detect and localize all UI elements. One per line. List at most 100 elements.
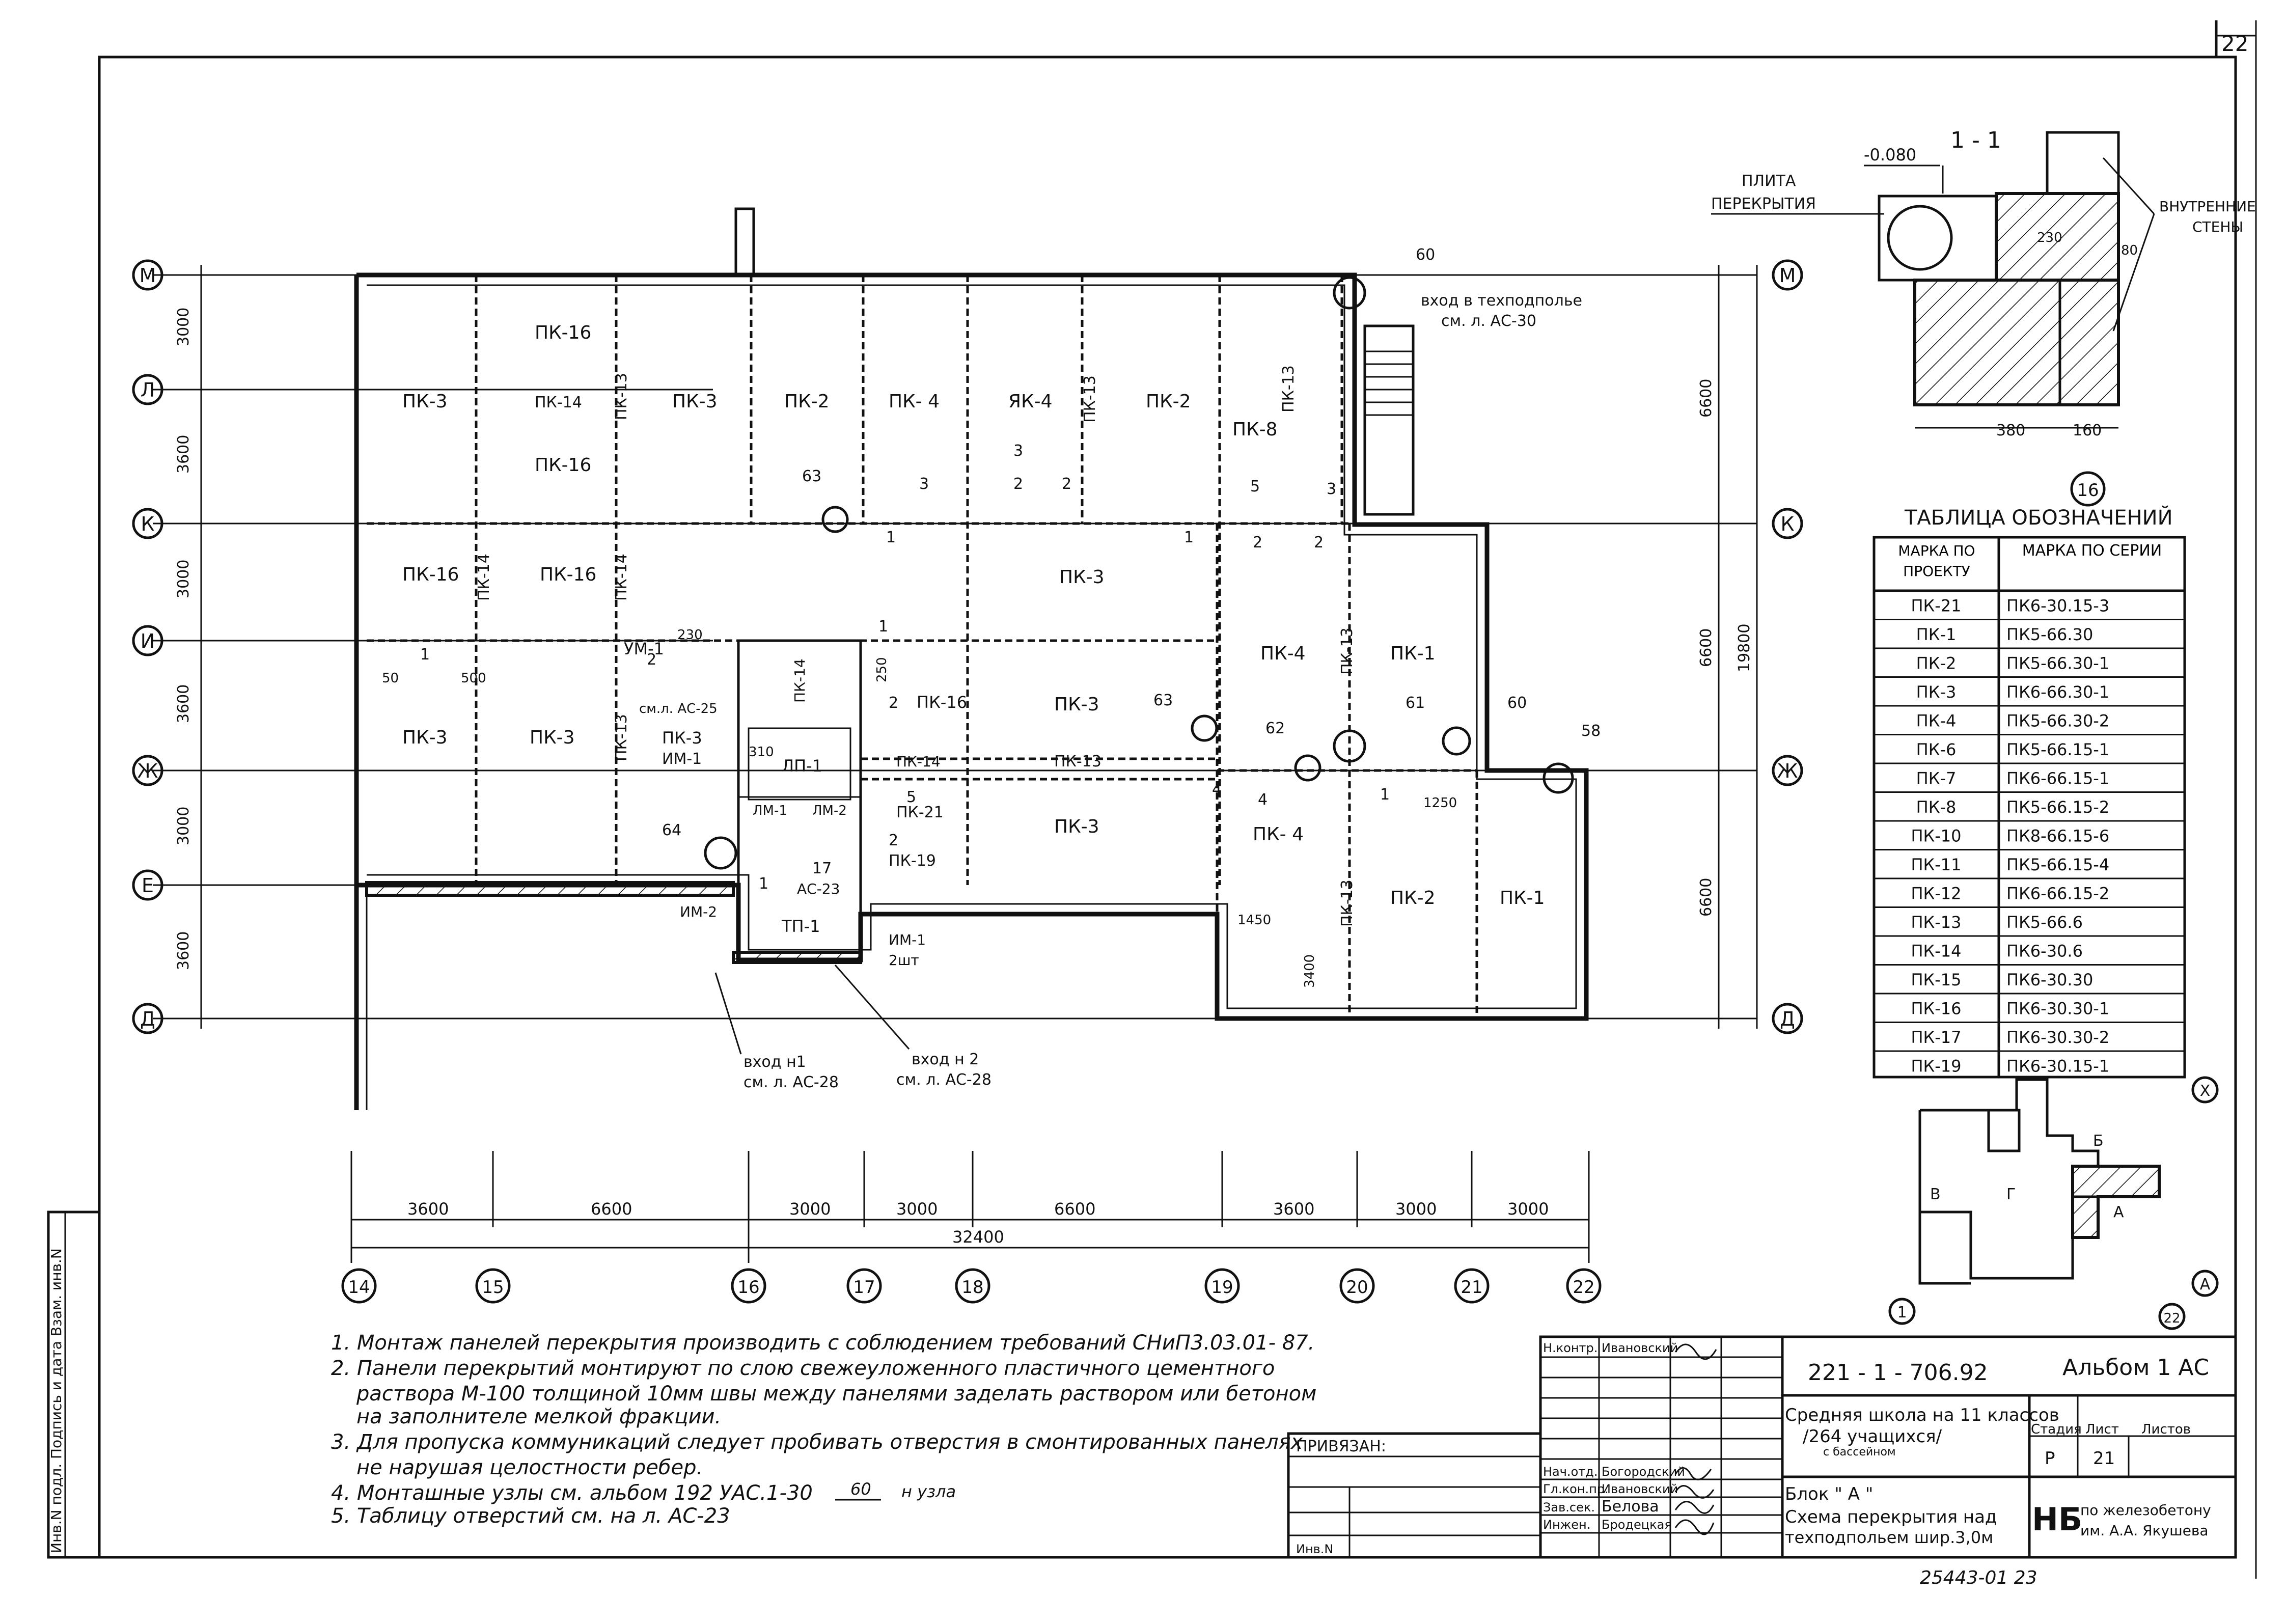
svg-text:60: 60 [1416,246,1435,264]
svg-text:Средняя школа на 11 классов: Средняя школа на 11 классов [1785,1405,2059,1425]
svg-text:2: 2 [889,832,898,849]
svg-text:6600: 6600 [1697,379,1715,418]
svg-text:-0.080: -0.080 [1864,145,1916,164]
svg-text:И: И [141,630,155,652]
panel-label: ПК-13 [1054,753,1101,770]
svg-text:Схема перекрытия над: Схема перекрытия над [1785,1507,1997,1527]
svg-text:Инжен.: Инжен. [1543,1518,1590,1532]
legend-project-mark: ПК-11 [1911,855,1961,874]
svg-text:АС-23: АС-23 [797,880,840,897]
archive-number: 25443-01 23 [1920,1567,2037,1588]
svg-text:63: 63 [802,467,821,485]
svg-text:3600: 3600 [407,1199,449,1219]
svg-text:Лист: Лист [2085,1422,2119,1437]
svg-text:1: 1 [420,646,430,664]
svg-text:1: 1 [878,618,888,636]
panel-label: ПК-14 [896,753,941,770]
svg-text:ПЕРЕКРЫТИЯ: ПЕРЕКРЫТИЯ [1711,195,1816,213]
svg-text:3000: 3000 [1507,1199,1549,1219]
side-stamp: Инв.N подл. Подпись и дата Взам. инв.N [47,1210,101,1559]
svg-text:58: 58 [1581,722,1601,740]
svg-text:6600: 6600 [1054,1199,1095,1219]
left-dimensions: 3000 3600 3000 3600 3000 3600 [175,308,192,970]
svg-text:техподпольем шир.3,0м: техподпольем шир.3,0м [1785,1528,1993,1547]
svg-text:22: 22 [1573,1277,1594,1298]
svg-text:К: К [141,513,155,535]
svg-text:Д: Д [1780,1008,1795,1030]
svg-text:160: 160 [2073,422,2102,439]
svg-text:Б: Б [2093,1132,2104,1150]
panel-label: ПК-2 [784,391,830,412]
svg-text:3000: 3000 [175,308,192,346]
svg-text:Блок " А ": Блок " А " [1785,1484,1873,1504]
legend-series-mark: ПК6-30.6 [2006,942,2083,961]
svg-text:Н.контр.: Н.контр. [1543,1341,1598,1355]
svg-text:4: 4 [1212,781,1222,799]
legend-project-mark: ПК-6 [1916,740,1957,759]
svg-text:1250: 1250 [1423,795,1457,811]
panel-label: ПК-16 [402,564,459,585]
svg-text:230: 230 [2037,230,2062,245]
svg-text:3: 3 [1327,480,1336,498]
svg-text:2. Панели перекрытий монтир: 2. Панели перекрытий монтируют по слою с… [331,1357,1275,1380]
svg-text:НБ: НБ [2032,1501,2082,1538]
svg-text:6600: 6600 [1697,628,1715,667]
legend-project-mark: ПК-14 [1911,942,1961,961]
legend-project-mark: ПК-2 [1916,654,1957,673]
panel-label: ПК-13 [1081,375,1099,423]
panel-label: ПК-16 [540,564,596,585]
svg-text:Бродецкая: Бродецкая [1602,1518,1672,1532]
svg-text:1: 1 [1897,1304,1907,1322]
svg-text:16: 16 [737,1277,759,1298]
legend-series-mark: ПК5-66.30-2 [2006,711,2109,731]
panel-labels: ПК-16 ПК-3 ПК-14 ПК-13 ПК-3 ПК-2 ПК- 4 Я… [402,322,1545,948]
svg-text:22: 22 [2163,1311,2180,1326]
right-dimensions: 6600 6600 6600 19800 [1697,379,1753,917]
svg-text:5: 5 [906,788,916,806]
panel-label: ПК-2 [1146,391,1191,412]
svg-text:50: 50 [382,671,399,686]
svg-text:6600: 6600 [591,1199,632,1219]
legend-series-mark: ПК6-30.30-2 [2006,1028,2109,1047]
svg-text:20: 20 [1346,1277,1368,1298]
svg-text:им. А.А. Якушева: им. А.А. Якушева [2080,1522,2209,1539]
svg-text:16: 16 [2077,480,2099,501]
svg-text:15: 15 [482,1277,504,1298]
legend-project-mark: ПК-15 [1911,970,1961,989]
panel-label: ПК-16 [917,693,967,712]
svg-text:Стадия: Стадия [2031,1422,2082,1437]
svg-text:3000: 3000 [789,1199,831,1219]
panel-label: ПК-3 [1054,816,1099,837]
svg-text:А: А [2113,1203,2124,1221]
legend-project-mark: ПК-3 [1916,682,1957,702]
svg-text:21: 21 [1461,1277,1482,1298]
svg-text:Д: Д [140,1008,155,1030]
panel-label: УМ-1 [624,639,664,658]
signature-marks [1674,1343,1717,1535]
svg-text:62: 62 [1265,720,1285,737]
svg-text:вход н1: вход н1 [743,1053,806,1071]
svg-text:Ивановский: Ивановский [1602,1341,1678,1355]
svg-text:3000: 3000 [896,1199,938,1219]
panel-label: ПК-3 [672,391,718,412]
svg-text:60: 60 [1507,694,1527,712]
panel-label: ИМ-2 [680,903,717,920]
svg-text:не нарушая целостности ребе: не нарушая целостности ребер. [356,1456,703,1479]
stairwell [732,639,862,964]
panel-label: ПК-13 [1280,365,1298,412]
legend-series-mark: ПК6-30.30-1 [2006,999,2109,1019]
svg-text:17: 17 [812,860,832,877]
svg-text:2: 2 [1253,534,1262,552]
general-notes: 1. Монтаж панелей перекрытия производить… [331,1331,1316,1528]
legend-project-mark: ПК-21 [1911,596,1961,616]
legend-table: ТАБЛИЦА ОБОЗНАЧЕНИЙ МАРКА ПО ПРОЕКТУ МАР… [1872,505,2186,1079]
svg-text:1: 1 [1380,786,1390,804]
svg-text:ПЛИТА: ПЛИТА [1742,172,1796,190]
svg-text:ПРИВЯЗАН:: ПРИВЯЗАН: [1296,1438,1386,1455]
svg-text:на заполнителе мелкой фрак: на заполнителе мелкой фракции. [356,1405,721,1428]
svg-text:1: 1 [1184,529,1194,546]
svg-text:1. Монтаж панелей перекрыти: 1. Монтаж панелей перекрытия производить… [331,1331,1314,1355]
svg-text:221 - 1 - 706.92: 221 - 1 - 706.92 [1808,1360,1988,1386]
svg-text:380: 380 [1996,422,2025,439]
